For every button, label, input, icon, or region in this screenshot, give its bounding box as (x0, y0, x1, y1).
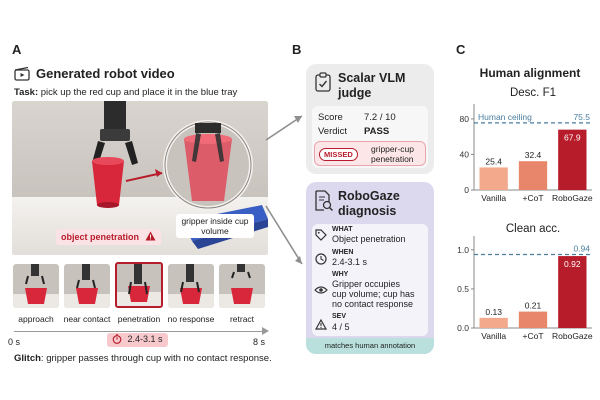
keyframe-label-retract: retract (229, 314, 255, 324)
chart-1-title: Desc. F1 (510, 87, 556, 99)
chart-1-bar-cot (518, 161, 548, 190)
scalar-judge-card: Scalar VLM judge Score 7.2 / 10 Verdict … (306, 64, 434, 174)
missed-box: MISSED gripper-cup penetration (314, 141, 426, 166)
chart-1-category-label: +CoT (522, 193, 543, 203)
clipboard-check-icon (314, 72, 332, 97)
warning-triangle-icon (314, 317, 328, 335)
chart-2-ytick-label: 0.0 (457, 323, 469, 333)
sev-label: SEV (332, 313, 347, 320)
warning-icon (145, 231, 156, 243)
missed-text-line2: penetration (371, 154, 414, 164)
chart-2-bar-value-label: 0.21 (525, 301, 542, 311)
chart-1-reference-label: Human ceiling (478, 112, 532, 122)
timeline-arrowhead (262, 327, 269, 335)
chart-2-bar-value-label: 0.13 (485, 307, 502, 317)
scalar-title-line2: judge (338, 86, 372, 100)
keyframe-retract (219, 264, 265, 308)
object-penetration-badge: object penetration (56, 229, 161, 245)
stopwatch-icon (112, 334, 122, 346)
chart-2-ytick-label: 0.5 (457, 284, 469, 294)
keyframe-near-contact (64, 264, 110, 308)
verdict-value: PASS (364, 126, 390, 137)
connector-arrows (265, 115, 303, 265)
chart-2-bar-value-label: 0.92 (564, 259, 581, 269)
gripper-callout-text: gripper inside cup volume (181, 216, 249, 236)
sev-value: 4 / 5 (332, 322, 350, 332)
chart-1-bar-value-label: 67.9 (564, 133, 581, 143)
human-annotation-footer: matches human annotation (306, 338, 434, 354)
robogaze-title-line1: RoboGaze (338, 189, 400, 203)
chart-1-bar-vanilla (479, 167, 508, 190)
time-window-text: 2.4-3.1 s (127, 334, 163, 344)
score-label: Score (318, 112, 343, 123)
chart-2-bar-cot (518, 311, 548, 328)
object-penetration-text: object penetration (61, 232, 140, 242)
chart-2-bar-robogaze (558, 256, 587, 328)
missed-text-line1: gripper-cup (371, 144, 414, 154)
chart-1-category-label: Vanilla (481, 193, 506, 203)
chart-1-bar-value-label: 25.4 (485, 156, 502, 166)
panel-c-letter: C (456, 42, 466, 57)
verdict-label: Verdict (318, 126, 348, 137)
chart-2-bar-vanilla (479, 317, 508, 328)
chart-2-category-label: RoboGaze (552, 331, 593, 341)
keyframe-no-response (168, 264, 214, 308)
keyframe-label-penetration: penetration (117, 314, 161, 324)
task-label: Task: (14, 87, 39, 98)
chart-1-category-label: RoboGaze (552, 193, 593, 203)
robogaze-title-line2: diagnosis (338, 204, 397, 218)
robogaze-card: RoboGaze diagnosis WHAT Object penetrati… (306, 182, 434, 354)
human-annotation-text: matches human annotation (324, 341, 416, 350)
why-line1: Gripper occupies (332, 279, 401, 289)
keyframe-label-no-response: no response (167, 314, 215, 324)
keyframe-label-approach: approach (18, 314, 54, 324)
human-alignment-charts: Desc. F1 0 40 80 75.5 Human ceiling 25.4Vanill… (457, 87, 593, 341)
chart-2-ytick-label: 1.0 (457, 245, 469, 255)
chart-1-reference-value: 75.5 (573, 112, 590, 122)
chart-2-category-label: Vanilla (481, 331, 506, 341)
task-text: pick up the red cup and place it in the … (40, 87, 238, 98)
chart-1-ytick-label: 40 (460, 149, 470, 159)
keyframe-approach (13, 264, 59, 308)
what-label: WHAT (332, 226, 353, 233)
missed-badge: MISSED (319, 148, 358, 161)
when-label: WHEN (332, 249, 354, 256)
timeline-start: 0 s (8, 337, 21, 347)
task-line: Task: pick up the red cup and place it i… (14, 87, 237, 98)
panel-c-title: Human alignment (479, 66, 581, 80)
scalar-title-line1: Scalar VLM (338, 71, 406, 85)
glitch-text: : gripper passes through cup with no con… (40, 353, 272, 364)
keyframe-penetration (115, 262, 163, 308)
panel-a-title: Generated robot video (36, 66, 175, 81)
eye-icon (314, 282, 328, 300)
chart-1-bar-robogaze (558, 129, 587, 190)
when-value: 2.4-3.1 s (332, 257, 368, 267)
why-label: WHY (332, 271, 349, 278)
score-value: 7.2 / 10 (364, 112, 396, 123)
chart-2-reference-value: 0.94 (573, 244, 590, 254)
document-search-icon (314, 190, 334, 217)
time-window-badge: 2.4-3.1 s (107, 333, 168, 347)
video-clapper-icon (14, 66, 30, 86)
why-line2: cup volume; cup has (332, 289, 415, 299)
chart-1-bar-value-label: 32.4 (525, 150, 542, 160)
diagnosis-box: WHAT Object penetration WHEN 2.4-3.1 s W… (312, 224, 428, 336)
gripper-callout: gripper inside cup volume (176, 214, 254, 238)
timeline-end: 8 s (253, 337, 266, 347)
timeline-axis (14, 331, 266, 332)
glitch-label: Glitch (14, 353, 41, 364)
chart-1-ytick-label: 80 (460, 114, 470, 124)
glitch-line: Glitch: gripper passes through cup with … (14, 353, 272, 364)
clock-icon (315, 252, 327, 270)
scalar-score-box: Score 7.2 / 10 Verdict PASS MISSED gripp… (312, 106, 428, 168)
chart-2-title: Clean acc. (506, 223, 560, 235)
what-value: Object penetration (332, 234, 406, 244)
panel-b-letter: B (292, 42, 302, 57)
chart-2-category-label: +CoT (522, 331, 543, 341)
chart-1-ytick-label: 0 (464, 185, 469, 195)
keyframe-label-near-contact: near contact (63, 314, 111, 324)
tag-icon (315, 228, 327, 246)
why-line3: no contact response (332, 299, 414, 309)
panel-a-letter: A (12, 42, 22, 57)
